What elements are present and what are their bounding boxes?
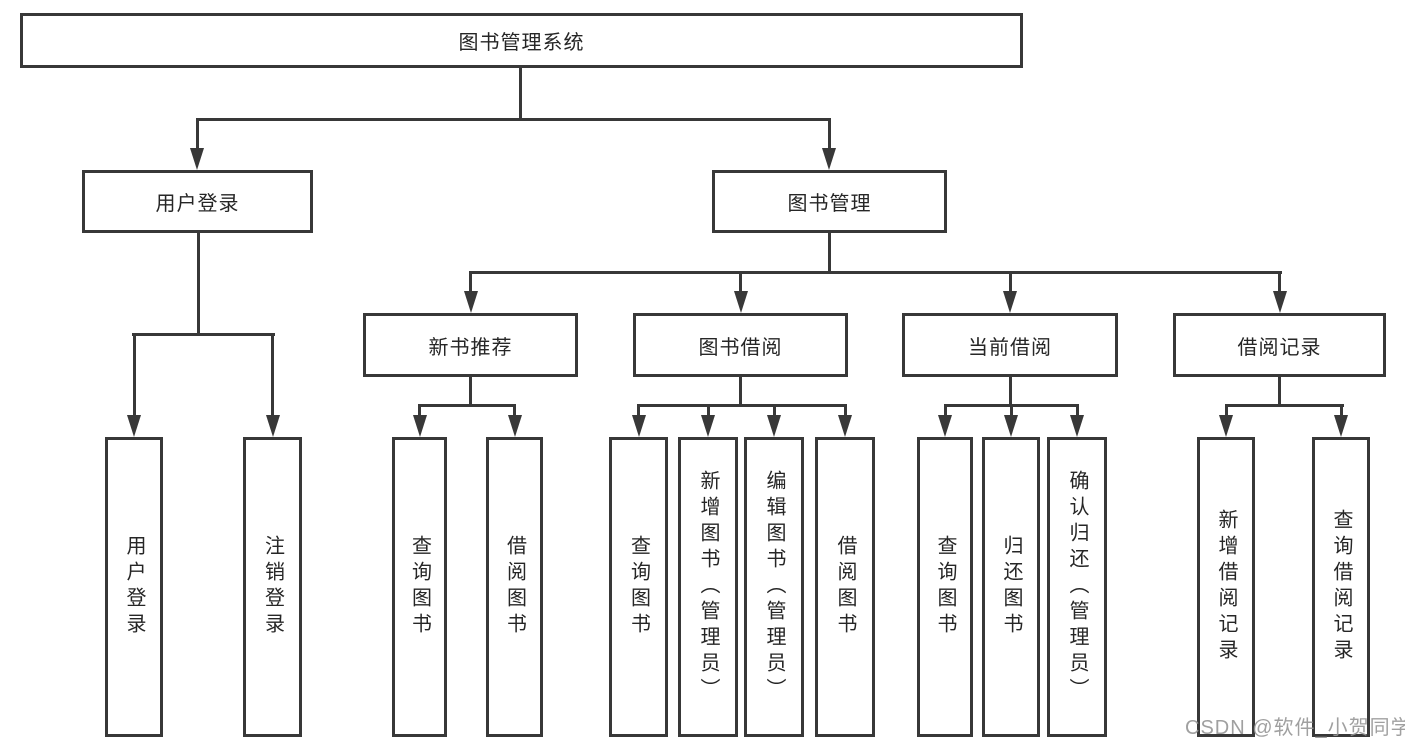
connector-stem (1340, 404, 1343, 419)
leaf-borrow-borrow-books: 借阅图书 (815, 437, 875, 737)
node-book-borrow: 图书借阅 (633, 313, 848, 377)
arrow-down-icon (701, 415, 715, 437)
arrow-down-icon (822, 148, 836, 170)
node-user-login: 用户登录 (82, 170, 313, 233)
node-borrow-records: 借阅记录 (1173, 313, 1386, 377)
connector-stem (707, 404, 710, 419)
arrow-down-icon (632, 415, 646, 437)
leaf-recommend-borrow-books: 借阅图书 (486, 437, 543, 737)
arrow-down-icon (464, 291, 478, 313)
arrow-down-icon (838, 415, 852, 437)
arrow-down-icon (190, 148, 204, 170)
leaf-current-return-books: 归还图书 (982, 437, 1040, 737)
csdn-watermark: CSDN @软件_小贺同学 (1185, 717, 1405, 739)
arrow-down-icon (1219, 415, 1233, 437)
arrow-down-icon (767, 415, 781, 437)
connector-current-vline (1009, 377, 1012, 407)
leaf-borrow-query-books: 查询图书 (609, 437, 668, 737)
connector-records-vline (1278, 377, 1281, 407)
arrow-down-icon (1004, 415, 1018, 437)
arrow-down-icon (1070, 415, 1084, 437)
arrow-down-icon (938, 415, 952, 437)
connector-stem (1076, 404, 1079, 419)
arrow-down-icon (266, 415, 280, 437)
arrow-down-icon (127, 415, 141, 437)
leaf-records-query-record: 查询借阅记录 (1312, 437, 1370, 737)
connector-userlogin-hline (132, 333, 275, 336)
connector-userlogin-vline (197, 233, 200, 335)
arrow-down-icon (1334, 415, 1348, 437)
connector-stem (418, 404, 421, 419)
arrow-down-icon (413, 415, 427, 437)
node-current-borrow: 当前借阅 (902, 313, 1118, 377)
arrow-down-icon (1273, 291, 1287, 313)
connector-stem (637, 404, 640, 419)
node-book-management: 图书管理 (712, 170, 947, 233)
leaf-borrow-edit-books-admin: 编辑图书（管理员） (744, 437, 804, 737)
connector-stem (271, 333, 274, 417)
leaf-recommend-query-books: 查询图书 (392, 437, 447, 737)
node-new-book-recommend: 新书推荐 (363, 313, 578, 377)
connector-stem (739, 271, 742, 293)
leaf-current-query-books: 查询图书 (917, 437, 973, 737)
connector-borrow-vline (739, 377, 742, 407)
connector-stem (1278, 271, 1281, 293)
connector-root-vline (519, 68, 522, 120)
connector-recommend-hline (418, 404, 516, 407)
connector-stem (133, 333, 136, 417)
connector-stem (828, 118, 831, 150)
leaf-current-confirm-return-admin: 确认归还（管理员） (1047, 437, 1107, 737)
connector-stem (469, 271, 472, 293)
connector-records-hline (1225, 404, 1344, 407)
arrow-down-icon (1003, 291, 1017, 313)
connector-root-hline (196, 118, 831, 121)
connector-stem (196, 118, 199, 150)
connector-stem (944, 404, 947, 419)
connector-stem (1009, 271, 1012, 293)
connector-borrow-hline (637, 404, 847, 407)
leaf-borrow-add-books-admin: 新增图书（管理员） (678, 437, 738, 737)
leaf-user-login: 用户登录 (105, 437, 163, 737)
connector-bookmgmt-vline (828, 233, 831, 274)
leaf-records-add-record: 新增借阅记录 (1197, 437, 1255, 737)
leaf-logout: 注销登录 (243, 437, 302, 737)
connector-stem (1010, 404, 1013, 419)
connector-stem (844, 404, 847, 419)
connector-stem (1225, 404, 1228, 419)
arrow-down-icon (508, 415, 522, 437)
connector-stem (513, 404, 516, 419)
connector-recommend-vline (469, 377, 472, 407)
connector-bookmgmt-hline (469, 271, 1282, 274)
node-root: 图书管理系统 (20, 13, 1023, 68)
connector-stem (773, 404, 776, 419)
arrow-down-icon (734, 291, 748, 313)
